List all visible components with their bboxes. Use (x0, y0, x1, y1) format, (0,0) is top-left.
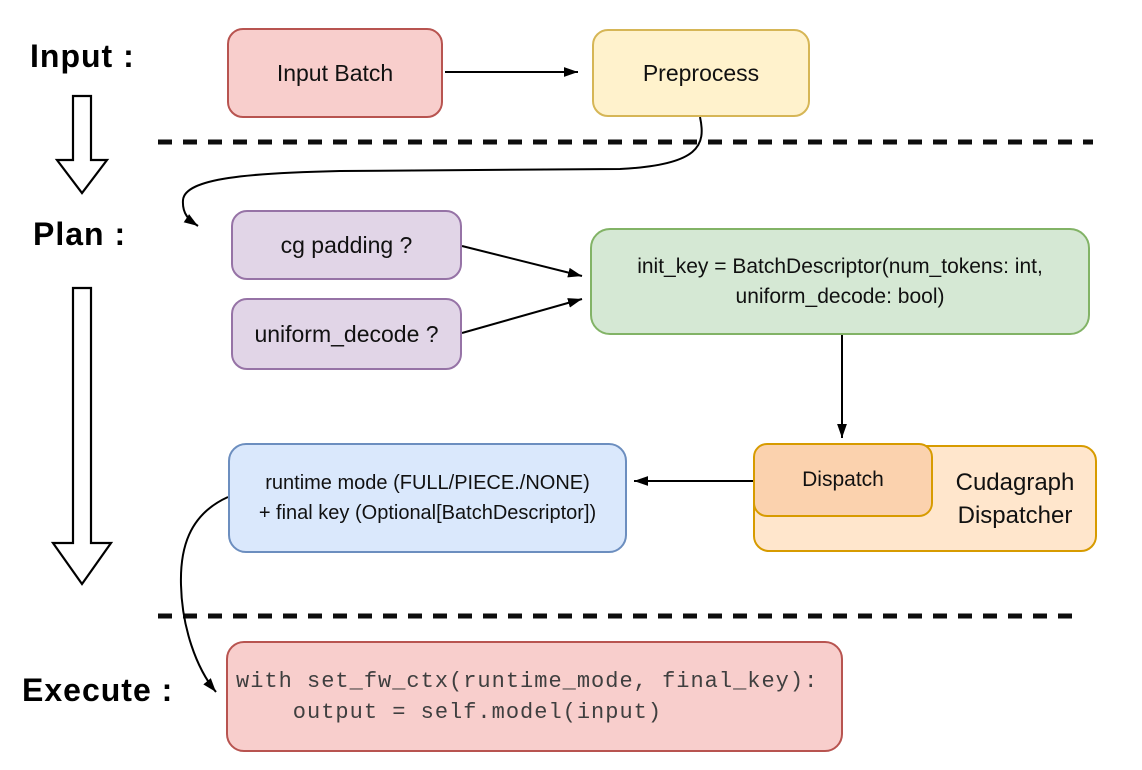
execute-code-line2: output = self.model(input) (236, 699, 663, 725)
node-runtime-mode: runtime mode (FULL/PIECE./NONE) + final … (228, 443, 627, 553)
node-preprocess: Preprocess (592, 29, 810, 117)
node-cg-padding: cg padding ? (231, 210, 462, 280)
node-dispatch-label: Dispatch (802, 468, 884, 491)
arrow-runtime-mode-to-execute-code (179, 496, 229, 693)
execute-code-line1: with set_fw_ctx(runtime_mode, final_key)… (236, 668, 819, 694)
node-cudagraph-dispatcher-label: Cudagraph Dispatcher (933, 445, 1097, 552)
node-init-key-line2: uniform_decode: bool) (735, 284, 945, 308)
stage-label-execute: Execute : (22, 672, 174, 708)
node-preprocess-label: Preprocess (642, 59, 760, 86)
node-input-batch: Input Batch (227, 28, 443, 118)
node-runtime-mode-line2: + final key (Optional[BatchDescriptor]) (258, 502, 597, 524)
node-uniform-decode: uniform_decode ? (231, 298, 462, 370)
node-init-key-line1: init_key = BatchDescriptor(num_tokens: i… (637, 254, 1043, 278)
node-init-key: init_key = BatchDescriptor(num_tokens: i… (590, 228, 1090, 335)
stage-arrow-plan-to-execute (50, 286, 114, 586)
arrow-uniform-decode-to-init-key (461, 298, 583, 334)
stage-label-plan: Plan : (33, 216, 127, 252)
node-execute-code: with set_fw_ctx(runtime_mode, final_key)… (226, 641, 843, 752)
cudagraph-label-line1: Cudagraph (955, 468, 1075, 496)
stage-arrow-input-to-plan (54, 94, 110, 195)
stage-label-input: Input : (30, 38, 135, 74)
cudagraph-label-line2: Dispatcher (957, 501, 1073, 529)
node-runtime-mode-line1: runtime mode (FULL/PIECE./NONE) (265, 472, 590, 494)
node-input-batch-label: Input Batch (276, 59, 394, 86)
node-uniform-decode-label: uniform_decode ? (254, 320, 439, 347)
node-cg-padding-label: cg padding ? (280, 231, 413, 258)
arrow-cg-padding-to-init-key (461, 245, 583, 278)
node-dispatch: Dispatch (753, 443, 933, 517)
